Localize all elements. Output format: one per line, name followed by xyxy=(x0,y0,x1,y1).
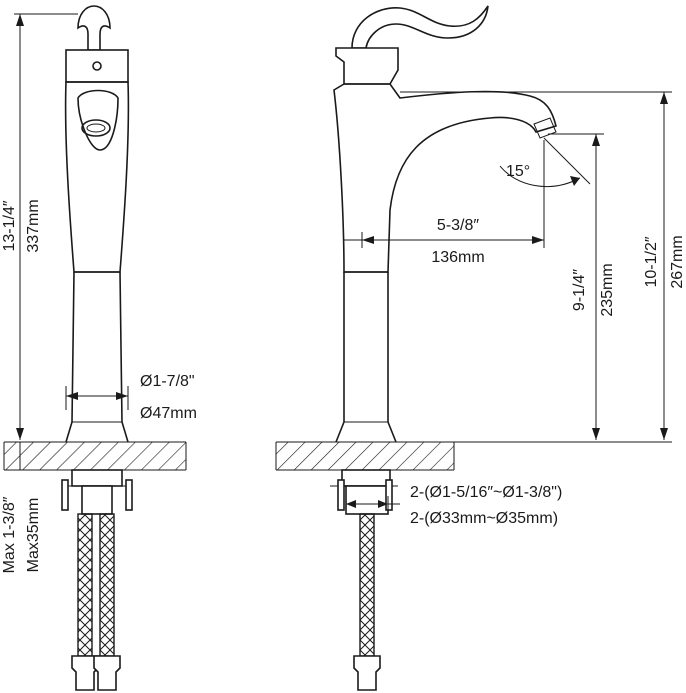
total-height-in-label: 13-1/4″ xyxy=(1,200,18,251)
front-shank xyxy=(81,485,113,515)
spout-reach-mm-label: 136mm xyxy=(431,249,484,266)
side-hose xyxy=(359,513,375,657)
front-column xyxy=(65,271,129,443)
front-countertop xyxy=(4,442,186,470)
base-diameter-in-label: Ø1-7/8" xyxy=(140,373,195,390)
spout-reach-in-label: 5-3/8″ xyxy=(437,217,479,234)
spout-height-mm-label: 235mm xyxy=(599,263,616,316)
side-mounting-nut xyxy=(341,469,391,487)
spout-angle-label: 15° xyxy=(506,163,530,180)
side-countertop xyxy=(276,442,454,470)
front-hose-right xyxy=(99,513,115,657)
spout-height-in-label: 9-1/4″ xyxy=(571,269,588,311)
side-handle-base xyxy=(335,47,399,85)
front-hose-fitting-right xyxy=(93,655,121,691)
hole-diameter-in-label: 2-(Ø1-5/16″~Ø1-3/8") xyxy=(410,484,562,501)
body-height-mm-label: 267mm xyxy=(669,235,686,288)
hole-diameter-mm-label: 2-(Ø33mm~Ø35mm) xyxy=(410,510,558,527)
side-hose-fitting xyxy=(353,655,381,691)
side-shank xyxy=(345,485,389,515)
side-aerator xyxy=(533,117,557,139)
base-diameter-mm-label: Ø47mm xyxy=(140,405,197,422)
total-height-mm-label: 337mm xyxy=(25,199,42,252)
front-body xyxy=(64,81,130,273)
front-view: 13-1/4″ 337mm Ø1-7/8" Ø47mm Max 1-3/8″ M… xyxy=(1,5,197,691)
front-mounting-nut xyxy=(71,469,123,487)
front-cap xyxy=(65,49,129,83)
side-column xyxy=(335,272,397,443)
side-view: 5-3/8″ 136mm 15° 9-1/4″ 235mm 10-1/2″ 26… xyxy=(275,5,686,691)
front-hose-left xyxy=(77,513,93,657)
deck-max-mm-label: Max35mm xyxy=(25,498,42,573)
front-handle-knob xyxy=(77,5,111,51)
body-height-in-label: 10-1/2″ xyxy=(643,236,660,287)
side-lever-handle xyxy=(351,5,489,49)
front-aerator xyxy=(81,119,111,137)
front-spout-opening xyxy=(77,89,119,151)
deck-max-in-label: Max 1-3/8″ xyxy=(1,496,18,573)
